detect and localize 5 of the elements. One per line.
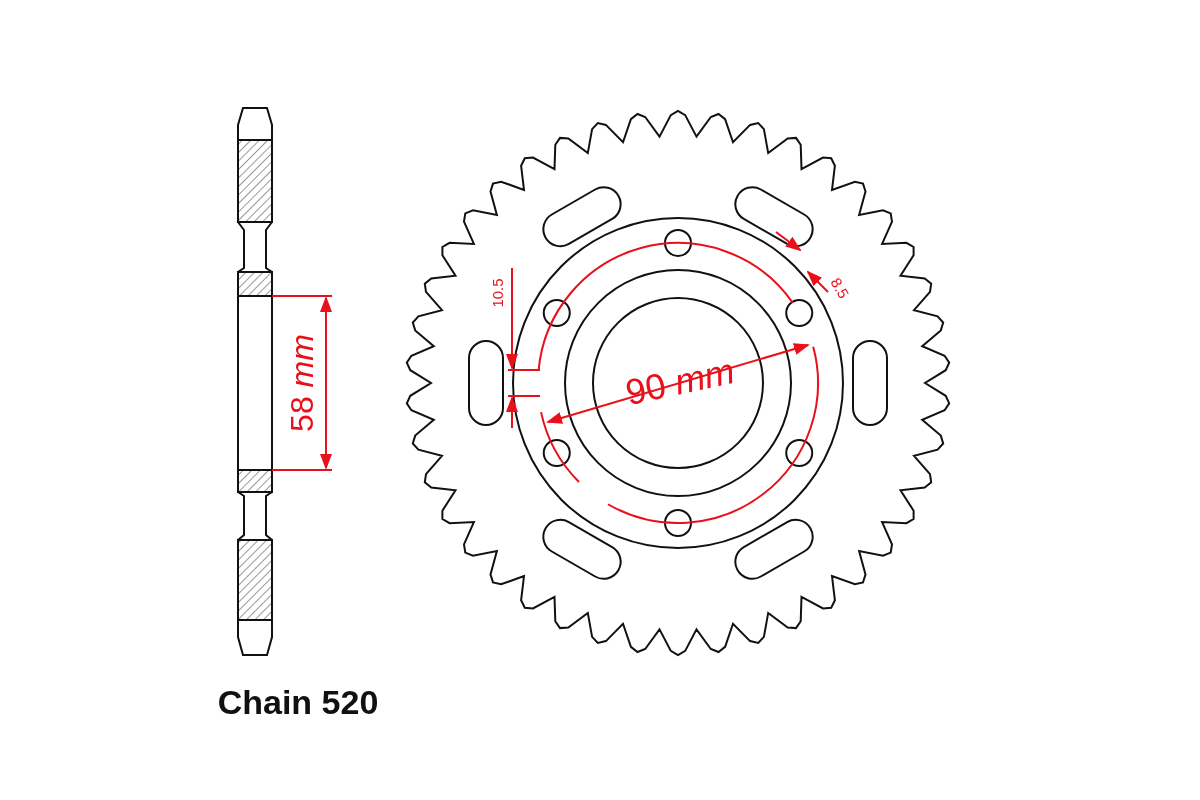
dimension-label: 58 mm [286,334,318,432]
chain-size-caption: Chain 520 [217,685,379,719]
dimension-label: 8.5 [828,275,852,301]
dimension-label: 10.5 [489,278,505,308]
dimension-label: 90 mm [622,352,738,412]
